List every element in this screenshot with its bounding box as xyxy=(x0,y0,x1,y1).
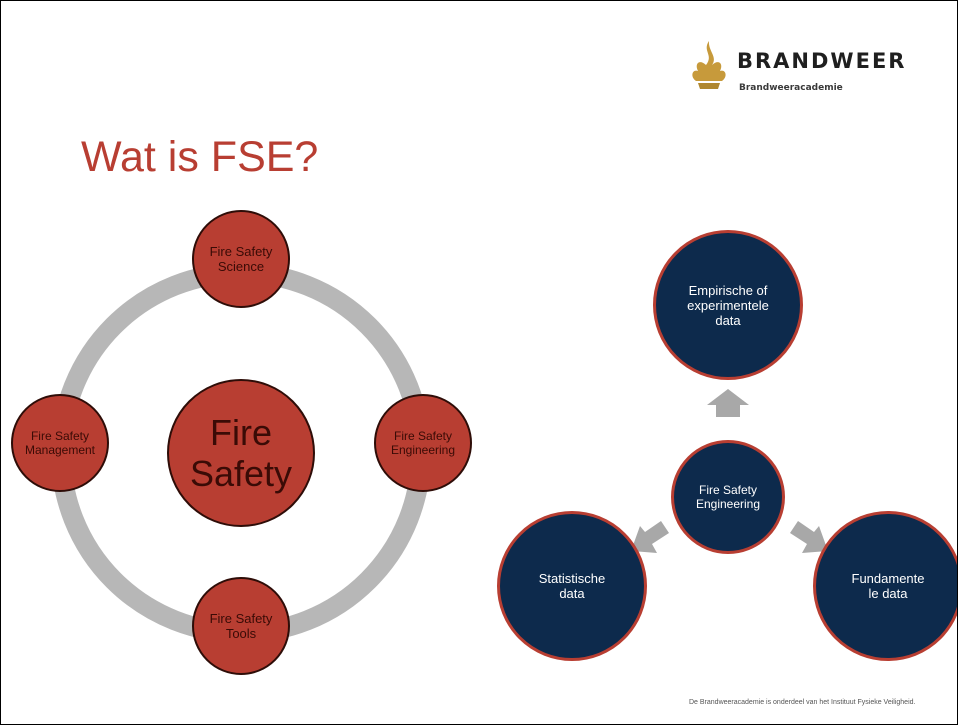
slide-title: Wat is FSE? xyxy=(81,133,319,181)
arrow-down-left-icon xyxy=(631,521,669,553)
footer-text: De Brandweeracademie is onderdeel van he… xyxy=(689,699,916,706)
logo-name: BRANDWEER xyxy=(737,49,907,73)
flame-emblem-icon xyxy=(692,41,726,89)
node-empirische-data: Empirische of experimentele data xyxy=(653,230,803,380)
node-fire-safety-science: Fire Safety Science xyxy=(192,210,290,308)
arrow-down-right-icon xyxy=(790,521,828,553)
node-fundamentele-data: Fundamente le data xyxy=(813,511,957,661)
node-statistische-data: Statistische data xyxy=(497,511,647,661)
node-fire-safety-management: Fire Safety Management xyxy=(11,394,109,492)
logo-subtitle: Brandweeracademie xyxy=(739,83,843,93)
node-fire-safety-engineering-center: Fire Safety Engineering xyxy=(671,440,785,554)
brandweer-logo: BRANDWEER Brandweeracademie xyxy=(684,37,944,99)
node-fire-safety-engineering: Fire Safety Engineering xyxy=(374,394,472,492)
center-node-fire-safety: Fire Safety xyxy=(167,379,315,527)
arrow-up-icon xyxy=(707,389,749,417)
node-fire-safety-tools: Fire Safety Tools xyxy=(192,577,290,675)
